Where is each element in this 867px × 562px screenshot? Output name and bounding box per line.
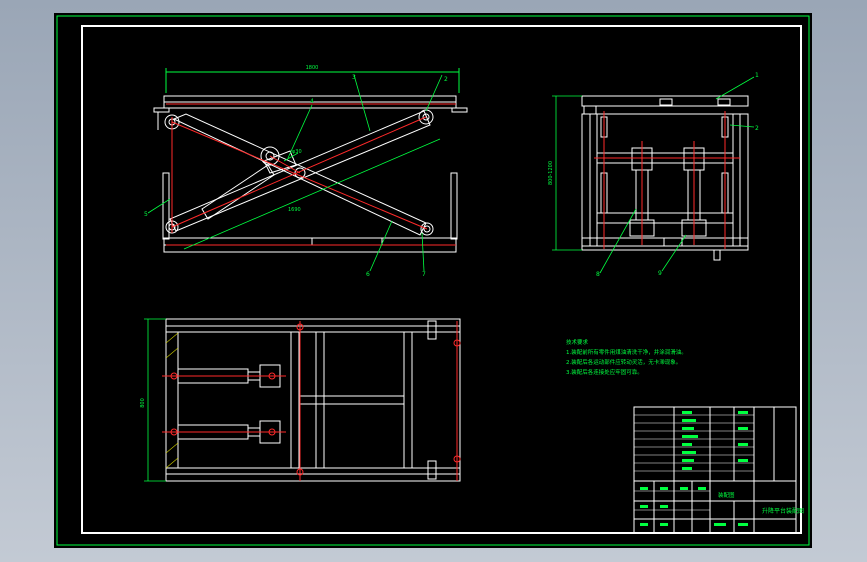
front-pin-dim: φ30 [292, 149, 302, 155]
side-height-dim: 800-1200 [548, 161, 554, 185]
front-overall-dim: 1800 [306, 65, 319, 71]
top-view-dims [144, 318, 166, 482]
balloon-side-2: 2 [755, 125, 759, 132]
top-center-lines [162, 321, 461, 481]
front-view: 1800 [153, 65, 468, 253]
title-block [633, 406, 797, 534]
drawing-canvas: 1800 [56, 15, 810, 546]
balloon-side-3: 8 [596, 271, 600, 278]
tech-req-item-3: 3.装配后各连接处应牢固可靠。 [566, 368, 643, 376]
title-block-part-label: 装配图 [718, 491, 735, 499]
balloon-front-top-2: 3 [352, 74, 356, 81]
side-view-dims [552, 76, 755, 274]
inner-frame [81, 25, 802, 534]
front-center-lines [166, 103, 456, 246]
balloon-front-bottom-2: 6 [366, 271, 370, 278]
title-block-rows [634, 414, 754, 511]
balloon-side-4: 9 [658, 270, 662, 277]
tech-req-heading: 技术要求 [566, 338, 589, 346]
side-view [581, 95, 749, 261]
outer-frame [56, 15, 810, 546]
title-block-drawing-name: 升降平台装配图 [762, 507, 804, 515]
balloon-front-bottom-1: 5 [144, 211, 148, 218]
front-arm-dim: 1690 [288, 207, 301, 213]
side-center-lines [594, 111, 740, 249]
top-view [165, 318, 461, 482]
tech-req-item-1: 1.装配前所有零件用煤油清洗干净，并涂润滑油。 [566, 348, 687, 356]
title-block-marks [640, 411, 748, 526]
drawing-sheet: 1800 [54, 13, 812, 548]
front-leaders [147, 74, 443, 272]
top-width-dim: 800 [140, 398, 146, 408]
balloon-side-1: 1 [755, 72, 759, 79]
tech-req-item-2: 2.装配后各运动部件应转动灵活，无卡滞现象。 [566, 358, 681, 366]
balloon-front-top-1: 4 [310, 98, 314, 105]
top-hatch [165, 332, 179, 469]
technical-requirements: 技术要求 1.装配前所有零件用煤油清洗干净，并涂润滑油。 2.装配后各运动部件应… [566, 338, 687, 376]
balloon-front-top-3: 2 [444, 76, 448, 83]
balloon-front-bottom-3: 7 [422, 271, 426, 278]
